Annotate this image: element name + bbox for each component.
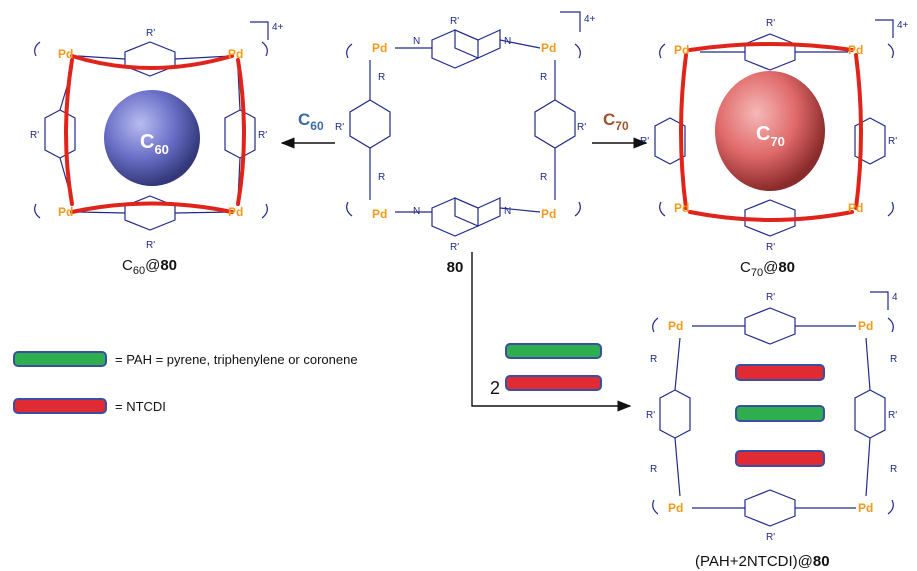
pah-disk-middle <box>735 405 825 422</box>
ntcdi-disk-bottom <box>735 450 825 467</box>
charge-label: 4+ <box>897 20 909 31</box>
rprime-atom: R' <box>30 130 39 141</box>
rprime-atom: R' <box>640 136 649 147</box>
rprime-atom: R' <box>766 532 775 543</box>
rprime-atom: R' <box>766 18 775 29</box>
rprime-atom: R' <box>335 122 344 133</box>
c60-sphere <box>104 90 200 186</box>
rprime-atom: R' <box>646 410 655 421</box>
rprime-atom: R' <box>577 122 586 133</box>
arrow-c70: C70 <box>592 110 648 149</box>
ntcdi-disk <box>505 375 602 391</box>
rprime-atom: R' <box>450 242 459 253</box>
r-atom: R <box>540 72 547 83</box>
c70-sphere-label: C70 <box>756 123 785 149</box>
r-atom: R <box>650 464 657 475</box>
n-atom: N <box>413 206 420 217</box>
r-atom: R <box>540 172 547 183</box>
rprime-atom: R' <box>450 16 459 27</box>
legend-pah-label: = PAH = pyrene, triphenylene or coronene <box>115 352 358 367</box>
n-atom: N <box>413 36 420 47</box>
pd-atom: Pd <box>858 319 873 333</box>
charge-label: 4+ <box>272 22 284 33</box>
pd-atom: Pd <box>858 501 873 515</box>
pd-atom: Pd <box>228 205 243 219</box>
legend: = PAH = pyrene, triphenylene or coronene… <box>13 351 358 414</box>
legend-ntcdi-label: = NTCDI <box>115 399 166 414</box>
product-pah-label: (PAH+2NTCDI)@80 <box>695 553 830 570</box>
pd-atom: Pd <box>541 41 556 55</box>
pd-atom: Pd <box>58 47 73 61</box>
c70-sphere <box>715 71 825 191</box>
pd-atom: Pd <box>372 41 387 55</box>
product-c70-label: C70@80 <box>740 259 795 279</box>
rprime-atom: R' <box>146 28 155 39</box>
cage-c60: C60 Pd Pd Pd Pd R' R' R' R' 4+ C60@80 <box>30 21 284 277</box>
pd-atom: Pd <box>372 207 387 221</box>
pd-atom: Pd <box>668 319 683 333</box>
c60-sphere-label: C60 <box>140 131 169 157</box>
legend-pah-disk <box>13 351 107 367</box>
rprime-atom: R' <box>888 410 897 421</box>
r-atom: R <box>378 72 385 83</box>
r-atom: R <box>650 354 657 365</box>
rprime-atom: R' <box>888 136 897 147</box>
arrow-pah: 2 <box>471 252 632 412</box>
ntcdi-disk-top <box>735 364 825 381</box>
arrow-c60: C60 <box>280 110 335 149</box>
pd-atom: Pd <box>541 207 556 221</box>
rprime-atom: R' <box>766 242 775 253</box>
r-atom: R <box>890 464 897 475</box>
pd-atom: Pd <box>848 201 863 215</box>
n-atom: N <box>504 206 511 217</box>
legend-ntcdi-disk <box>13 398 107 414</box>
pah-disk <box>505 343 602 359</box>
pd-atom: Pd <box>58 205 73 219</box>
product-c60-label: C60@80 <box>122 257 177 277</box>
pd-atom: Pd <box>674 201 689 215</box>
cage-pah-ntcdi: Pd Pd Pd Pd R' R' R' R' R R R R 4 (PAH+2… <box>646 291 898 570</box>
r-atom: R <box>378 172 385 183</box>
charge-label: 4+ <box>584 14 596 25</box>
pd-atom: Pd <box>668 501 683 515</box>
charge-label: 4 <box>892 292 898 303</box>
c70-reagent: C70 <box>603 110 629 133</box>
rprime-atom: R' <box>146 240 155 251</box>
n-atom: N <box>504 36 511 47</box>
cage-label: 80 <box>447 259 464 276</box>
pd-atom: Pd <box>848 43 863 57</box>
rprime-atom: R' <box>258 130 267 141</box>
pd-atom: Pd <box>674 43 689 57</box>
cage-80-center: Pd Pd Pd Pd N N N N R' R' R' R' R R R R … <box>335 11 596 276</box>
pd-atom: Pd <box>228 47 243 61</box>
cage-c70: C70 Pd Pd Pd Pd R' R' R' R' 4+ C70@80 <box>640 18 909 279</box>
stoichiometry: 2 <box>490 378 500 398</box>
r-atom: R <box>890 354 897 365</box>
c60-reagent: C60 <box>298 110 324 133</box>
rprime-atom: R' <box>766 292 775 303</box>
